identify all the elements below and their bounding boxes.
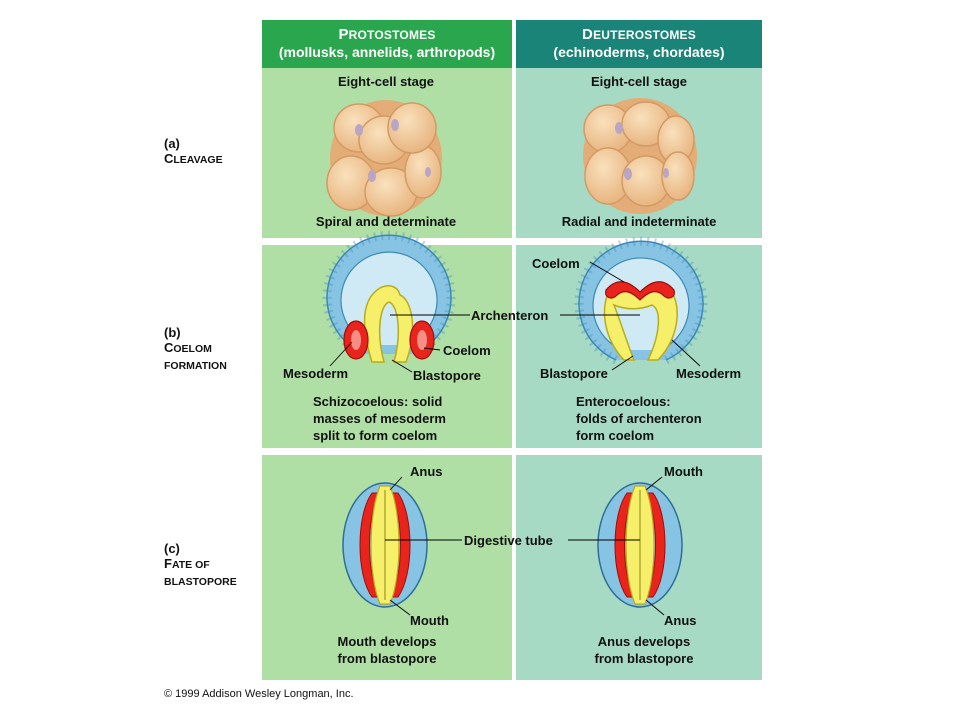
left-cleavage-caption: Spiral and determinate xyxy=(315,214,457,229)
right-blastopore-caption: Anus develops from blastopore xyxy=(595,633,694,667)
right-mouth-label: Mouth xyxy=(664,464,703,479)
row-label-line2: FORMATION xyxy=(164,360,227,372)
caption-line: from blastopore xyxy=(337,651,437,666)
left-coelom-caption: Schizocoelous: solid masses of mesoderm … xyxy=(313,393,446,444)
caption-line: form coelom xyxy=(576,428,655,443)
caption-line: Mouth develops xyxy=(337,634,437,649)
caption-line: split to form coelom xyxy=(313,428,438,443)
row-label-cap: F xyxy=(164,556,172,571)
row-label-cleavage: (a) CLEAVAGE xyxy=(164,136,223,168)
radial-cleavage-embryo xyxy=(583,98,697,214)
left-mesoderm-label: Mesoderm xyxy=(283,366,349,381)
archenteron-label: Archenteron xyxy=(471,308,549,323)
header-deuterostomes-subtitle: (echinoderms, chordates) xyxy=(553,44,725,60)
row-label-rest: OELOM xyxy=(173,343,212,355)
caption-line: Anus develops xyxy=(597,634,691,649)
left-stage-label: Eight-cell stage xyxy=(337,74,435,89)
row-label-line2: BLASTOPORE xyxy=(164,576,237,588)
copyright-notice: © 1999 Addison Wesley Longman, Inc. xyxy=(164,688,354,700)
left-coelom-label: Coelom xyxy=(443,343,491,358)
row-label-letter: (a) xyxy=(164,136,180,151)
caption-line: folds of archenteron xyxy=(576,411,702,426)
digestive-tube-label: Digestive tube xyxy=(464,533,553,548)
schizocoelous-embryo xyxy=(322,230,456,363)
deuterostome-gut-tube xyxy=(597,482,683,608)
right-stage-label: Eight-cell stage xyxy=(590,74,688,89)
right-coelom-label: Coelom xyxy=(532,256,580,271)
enterocoelous-embryo xyxy=(574,236,708,365)
header-deuterostomes: DEUTEROSTOMES (echinoderms, chordates) xyxy=(516,20,762,68)
spiral-cleavage-embryo xyxy=(326,100,442,217)
right-anus-label: Anus xyxy=(664,613,697,628)
left-blastopore-label: Blastopore xyxy=(413,368,481,383)
header-protostomes: PROTOSTOMES (mollusks, annelids, arthrop… xyxy=(262,20,512,68)
right-cleavage-caption: Radial and indeterminate xyxy=(561,214,717,229)
row-label-coelom: (b) COELOM FORMATION xyxy=(164,325,227,374)
right-mesoderm-label: Mesoderm xyxy=(676,366,742,381)
left-mouth-label: Mouth xyxy=(410,613,449,628)
row-label-cap: C xyxy=(164,151,174,166)
protostome-gut-tube xyxy=(342,482,428,608)
caption-line: Schizocoelous: solid xyxy=(313,394,443,409)
caption-line: Enterocoelous: xyxy=(576,394,671,409)
caption-line: from blastopore xyxy=(594,651,694,666)
row-label-rest: LEAVAGE xyxy=(173,154,223,166)
row-label-letter: (c) xyxy=(164,541,180,556)
leader-lines xyxy=(329,261,701,616)
right-blastopore-label: Blastopore xyxy=(540,366,608,381)
right-coelom-caption: Enterocoelous: folds of archenteron form… xyxy=(576,393,702,444)
left-anus-label: Anus xyxy=(410,464,443,479)
row-label-blastopore: (c) FATE OF BLASTOPORE xyxy=(164,541,237,590)
row-label-letter: (b) xyxy=(164,325,181,340)
header-protostomes-title: PROTOSTOMES xyxy=(338,26,436,43)
left-blastopore-caption: Mouth develops from blastopore xyxy=(338,633,437,667)
header-protostomes-subtitle: (mollusks, annelids, arthropods) xyxy=(278,44,496,60)
header-deuterostomes-title: DEUTEROSTOMES xyxy=(582,26,696,43)
row-label-rest: ATE OF xyxy=(171,559,210,571)
caption-line: masses of mesoderm xyxy=(313,411,446,426)
row-label-cap: C xyxy=(164,340,174,355)
